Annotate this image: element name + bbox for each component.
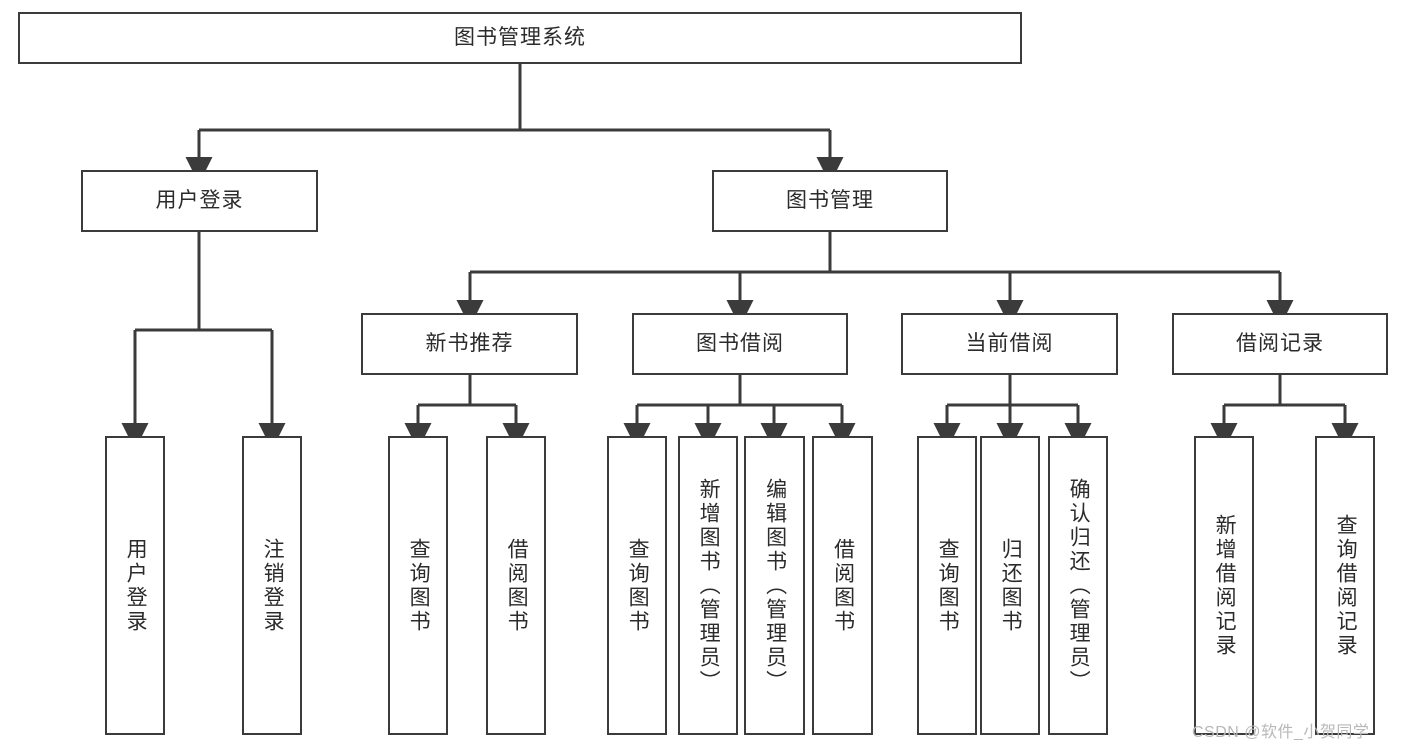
connector-group-new-book-rec <box>404 375 530 450</box>
node-leaf-query-record-label: 查询借阅记录 <box>1334 513 1358 658</box>
node-leaf-query-book-2[interactable]: 查询图书 <box>607 436 667 735</box>
node-leaf-query-book-3[interactable]: 查询图书 <box>917 436 977 735</box>
node-leaf-borrow-book-2[interactable]: 借阅图书 <box>812 436 873 735</box>
node-leaf-confirm-return[interactable]: 确认归还（管理员） <box>1048 436 1108 735</box>
node-leaf-add-book-label: 新增图书（管理员） <box>697 477 721 694</box>
node-leaf-edit-book[interactable]: 编辑图书（管理员） <box>744 436 805 735</box>
node-leaf-user-logout[interactable]: 注销登录 <box>242 436 302 735</box>
node-leaf-edit-book-label: 编辑图书（管理员） <box>763 477 787 694</box>
node-book-manage-label: 图书管理 <box>786 189 874 213</box>
node-leaf-user-login[interactable]: 用户登录 <box>105 436 165 735</box>
connector-group-user-login <box>121 232 286 450</box>
node-leaf-add-book[interactable]: 新增图书（管理员） <box>678 436 738 735</box>
node-leaf-borrow-book-1-label: 借阅图书 <box>505 537 529 634</box>
connector-group-borrow-record <box>1210 375 1359 450</box>
node-leaf-query-book-1-label: 查询图书 <box>407 537 431 634</box>
node-book-manage[interactable]: 图书管理 <box>712 170 948 232</box>
node-new-book-rec-label: 新书推荐 <box>425 332 514 356</box>
node-leaf-query-book-2-label: 查询图书 <box>626 537 650 634</box>
node-borrow-record[interactable]: 借阅记录 <box>1172 313 1388 375</box>
node-user-login[interactable]: 用户登录 <box>81 170 318 232</box>
node-root[interactable]: 图书管理系统 <box>18 12 1022 64</box>
node-leaf-borrow-book-1[interactable]: 借阅图书 <box>486 436 546 735</box>
node-root-label: 图书管理系统 <box>454 26 586 50</box>
node-leaf-return-book[interactable]: 归还图书 <box>980 436 1040 735</box>
connector-group-current-borrow <box>933 375 1092 450</box>
node-leaf-confirm-return-label: 确认归还（管理员） <box>1067 477 1091 694</box>
connector-group-root <box>185 64 844 184</box>
node-leaf-borrow-book-2-label: 借阅图书 <box>831 537 855 634</box>
connector-group-book-manage <box>456 232 1294 327</box>
node-leaf-query-record[interactable]: 查询借阅记录 <box>1315 436 1375 735</box>
connector-group-book-borrow <box>623 375 856 450</box>
node-leaf-query-book-1[interactable]: 查询图书 <box>388 436 448 735</box>
node-leaf-user-login-label: 用户登录 <box>124 537 148 634</box>
node-borrow-record-label: 借阅记录 <box>1236 332 1324 356</box>
node-leaf-return-book-label: 归还图书 <box>999 537 1023 634</box>
node-leaf-add-record-label: 新增借阅记录 <box>1213 513 1237 658</box>
node-new-book-rec[interactable]: 新书推荐 <box>361 313 578 375</box>
node-current-borrow-label: 当前借阅 <box>965 332 1054 356</box>
node-book-borrow-label: 图书借阅 <box>696 332 784 356</box>
node-current-borrow[interactable]: 当前借阅 <box>901 313 1118 375</box>
node-leaf-query-book-3-label: 查询图书 <box>936 537 960 634</box>
node-leaf-add-record[interactable]: 新增借阅记录 <box>1194 436 1254 735</box>
node-leaf-user-logout-label: 注销登录 <box>261 537 285 634</box>
node-book-borrow[interactable]: 图书借阅 <box>632 313 848 375</box>
node-user-login-label: 用户登录 <box>155 189 244 213</box>
